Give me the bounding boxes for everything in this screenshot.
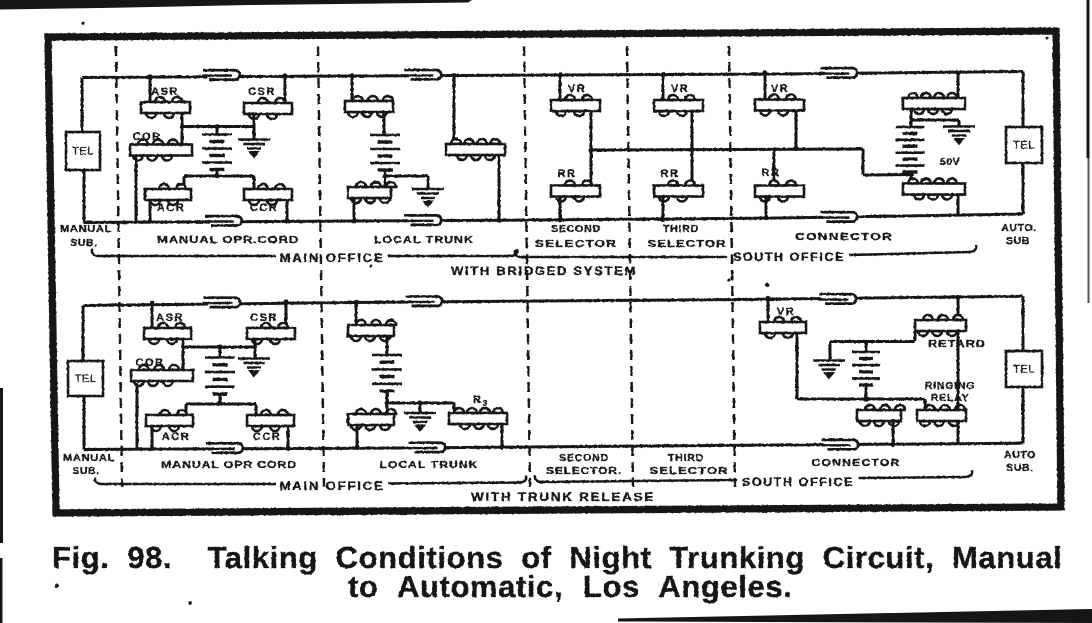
svg-text:SUB.: SUB. [72, 465, 100, 477]
svg-text:TEL: TEL [72, 146, 94, 158]
svg-text:LOCAL TRUNK: LOCAL TRUNK [380, 459, 479, 471]
svg-text:SOUTH OFFICE: SOUTH OFFICE [742, 477, 854, 489]
svg-text:AUTO.: AUTO. [1001, 222, 1036, 234]
svg-text:R: R [473, 394, 481, 406]
svg-text:RR: RR [661, 168, 680, 180]
svg-text:VR: VR [771, 83, 789, 95]
svg-text:CONNECTOR: CONNECTOR [795, 231, 893, 243]
svg-text:SECOND: SECOND [551, 223, 601, 235]
svg-text:SUB: SUB [1006, 235, 1030, 247]
svg-text:MAIN OFFICE: MAIN OFFICE [280, 481, 385, 493]
svg-text:MANUAL OPR CORD: MANUAL OPR CORD [161, 459, 297, 471]
svg-text:SELECTOR: SELECTOR [535, 238, 617, 250]
svg-text:RR: RR [762, 167, 781, 179]
svg-text:VR: VR [568, 83, 586, 95]
svg-text:CSR: CSR [248, 86, 276, 98]
svg-text:THIRD: THIRD [668, 452, 704, 464]
svg-text:MAIN OFFICE: MAIN OFFICE [280, 253, 385, 265]
svg-text:MANUAL OPR.CORD: MANUAL OPR.CORD [157, 234, 299, 246]
svg-text:WITH BRIDGED SYSTEM: WITH BRIDGED SYSTEM [451, 264, 637, 278]
svg-text:RETARD: RETARD [928, 338, 986, 350]
svg-text:3: 3 [483, 399, 488, 408]
svg-text:CSR: CSR [250, 312, 278, 324]
svg-text:50V: 50V [940, 156, 960, 168]
svg-text:ASR: ASR [151, 86, 179, 98]
svg-text:Fig. 98. Talking Conditions o: Fig. 98. Talking Conditions of Night Tru… [52, 540, 1062, 575]
svg-text:MANUAL: MANUAL [60, 223, 112, 235]
svg-text:CCR: CCR [253, 431, 281, 443]
svg-text:RR: RR [558, 168, 577, 180]
svg-text:CONNECTOR: CONNECTOR [812, 457, 901, 469]
svg-text:RINGING: RINGING [925, 380, 976, 392]
svg-text:CCR: CCR [250, 202, 278, 214]
svg-text:SECOND: SECOND [559, 452, 609, 464]
svg-text:SUB.: SUB. [70, 237, 98, 249]
svg-text:MANUAL: MANUAL [63, 452, 115, 464]
svg-text:TEL: TEL [1013, 140, 1035, 152]
svg-text:TEL: TEL [75, 373, 97, 385]
svg-text:AUTO: AUTO [1004, 449, 1036, 461]
svg-text:SELECTOR.: SELECTOR. [546, 465, 622, 477]
svg-text:TEL: TEL [1013, 364, 1035, 376]
svg-text:WITH TRUNK RELEASE: WITH TRUNK RELEASE [471, 490, 655, 504]
svg-text:SELECTOR: SELECTOR [648, 238, 727, 250]
svg-text:ASR: ASR [156, 312, 184, 324]
svg-text:THIRD: THIRD [663, 223, 699, 235]
svg-text:RELAY: RELAY [931, 392, 970, 404]
svg-text:LOCAL TRUNK: LOCAL TRUNK [374, 234, 474, 246]
svg-text:SELECTOR: SELECTOR [650, 465, 729, 477]
svg-text:COR: COR [136, 357, 165, 369]
svg-text:ACR: ACR [162, 431, 190, 443]
svg-text:SUB.: SUB. [1006, 462, 1034, 474]
svg-text:VR: VR [671, 83, 689, 95]
svg-text:SOUTH OFFICE: SOUTH OFFICE [733, 252, 845, 264]
svg-text:VR: VR [777, 306, 795, 318]
svg-text:COR: COR [133, 131, 162, 143]
svg-text:to Automatic, Los Angeles.: to Automatic, Los Angeles. [348, 569, 792, 604]
svg-text:ACR: ACR [157, 202, 185, 214]
